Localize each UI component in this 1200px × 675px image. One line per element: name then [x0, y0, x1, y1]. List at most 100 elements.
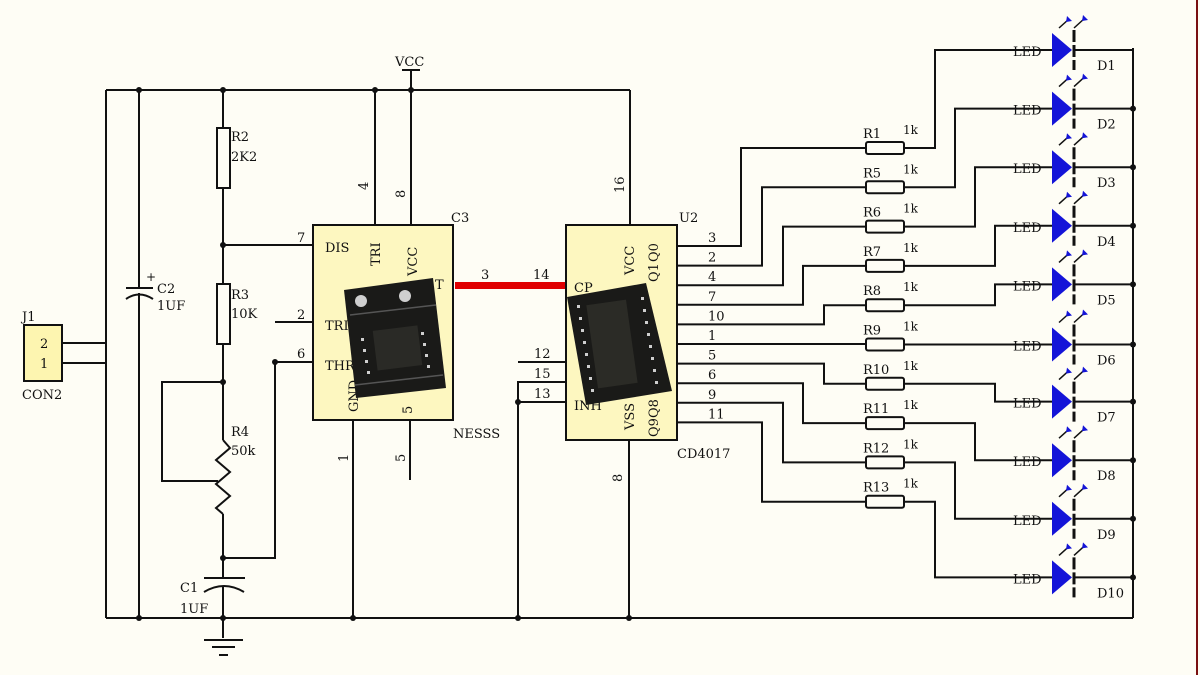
output-wire — [677, 362, 866, 385]
led-resistor — [865, 258, 905, 273]
ic555-pin2-name: TRI — [325, 319, 349, 334]
light-arrowhead-icon — [1066, 16, 1072, 22]
led-resistor — [865, 219, 905, 234]
led-resistor-value: 1k — [903, 437, 919, 451]
ic4017-pin13: 13 — [534, 387, 551, 402]
led-wire — [904, 500, 1052, 579]
r4-value: 50k — [231, 444, 256, 459]
ic4017-output-pin-number: 4 — [708, 270, 716, 285]
led-resistor-value: 1k — [903, 162, 919, 176]
ic555-pin1: 1 — [337, 454, 352, 462]
light-arrowhead-icon — [1082, 542, 1088, 549]
led-resistor — [865, 180, 905, 195]
led-wire — [904, 166, 1052, 228]
capacitor-c2: + C2 1UF — [125, 90, 185, 618]
ic555-pin5: 5 — [394, 454, 409, 462]
ic4017-vss-name: VSS — [623, 403, 638, 431]
light-arrowhead-icon — [1082, 309, 1088, 316]
cd4017-chip-photo — [567, 283, 672, 405]
led-resistor-value: 1k — [903, 241, 919, 255]
led-type-label: LED — [1013, 279, 1042, 294]
ic555-ref: C3 — [451, 211, 469, 226]
resistor-r3 — [216, 283, 231, 345]
ic555-pin7: 7 — [297, 231, 305, 246]
led-icon — [1052, 384, 1072, 419]
led-icon — [1052, 267, 1072, 302]
ic555-pin4: 4 — [357, 182, 372, 190]
r3-value: 10K — [231, 307, 258, 322]
led-type-label: LED — [1013, 104, 1042, 119]
ic555-pin8-name: VCC — [406, 247, 421, 277]
led-resistor — [865, 298, 905, 313]
ic4017-q9-name: Q9 — [647, 418, 662, 437]
output-wire — [677, 382, 866, 425]
led-resistor — [865, 416, 905, 431]
light-arrowhead-icon — [1082, 132, 1088, 139]
r2-value: 2K2 — [231, 150, 257, 165]
ic4017-output-pin-number: 11 — [708, 407, 725, 422]
light-arrowhead-icon — [1082, 249, 1088, 256]
ic555-pin2: 2 — [297, 308, 305, 323]
ic4017-cp-name: CP — [574, 281, 593, 296]
ic555-part: NESSS — [453, 427, 500, 442]
ic555-pin6-name: THR — [325, 359, 356, 374]
resistor-r4 — [214, 439, 232, 515]
c2-polarity: + — [146, 270, 156, 284]
ic4017-pin12: 12 — [534, 347, 551, 362]
ground-rail — [106, 615, 1133, 656]
output-wire — [677, 225, 866, 287]
led-wire — [904, 224, 1052, 267]
led-type-label: LED — [1013, 514, 1042, 529]
light-arrowhead-icon — [1082, 425, 1088, 432]
led-resistor — [865, 494, 905, 509]
led-resistor-ref: R8 — [863, 284, 881, 299]
light-arrowhead-icon — [1082, 190, 1088, 197]
led-type-label: LED — [1013, 221, 1042, 236]
led-resistor-ref: R11 — [863, 402, 889, 417]
ic555-pin4-name: TRI — [369, 242, 384, 266]
ne555-chip-photo — [344, 278, 446, 398]
chip-pins — [577, 297, 658, 392]
vcc-rail: VCC — [105, 55, 631, 618]
ic4017-q0-name: Q0 — [647, 243, 662, 262]
led-ref: D4 — [1097, 235, 1116, 250]
j1-pin-1: 1 — [40, 357, 48, 372]
c1-ref: C1 — [180, 581, 198, 596]
ic4017-q1-name: Q1 — [647, 263, 662, 282]
led-resistor-value: 1k — [903, 359, 919, 373]
light-arrowhead-icon — [1066, 426, 1072, 433]
led-resistor-ref: R6 — [863, 206, 881, 221]
led-resistor-ref: R10 — [863, 363, 889, 378]
led-ref: D7 — [1097, 411, 1116, 426]
light-arrowhead-icon — [1066, 367, 1072, 374]
led-icon — [1052, 33, 1072, 67]
ic4017-output-pin-number: 1 — [708, 329, 716, 344]
ic4017-output-pin-number: 9 — [708, 388, 716, 403]
led-icon — [1052, 501, 1072, 536]
clock-wire-highlight: 3 14 — [455, 268, 567, 289]
led-wire — [904, 461, 1052, 520]
led-ref: D1 — [1097, 59, 1116, 74]
c2-ref: C2 — [157, 282, 175, 297]
led-resistor — [865, 376, 905, 391]
led-wire — [904, 283, 1052, 307]
j1-name: CON2 — [22, 388, 62, 403]
led-icon — [1052, 208, 1072, 243]
led-resistor-value: 1k — [903, 123, 919, 137]
ic555-pin5-name: 5 — [401, 406, 416, 414]
ic555-pin3: 3 — [481, 268, 489, 283]
led-icon — [1052, 443, 1072, 478]
output-wire — [677, 401, 866, 464]
light-arrowhead-icon — [1066, 484, 1072, 491]
led-resistor-ref: R12 — [863, 441, 889, 456]
c1-value: 1UF — [180, 602, 208, 617]
j1-pin-2: 2 — [40, 337, 48, 352]
led-type-label: LED — [1013, 572, 1042, 587]
light-arrowhead-icon — [1082, 483, 1088, 490]
ic555-pin7-name: DIS — [325, 241, 349, 256]
r4-ref: R4 — [231, 425, 249, 440]
light-arrowhead-icon — [1066, 133, 1072, 140]
c2-value: 1UF — [157, 299, 185, 314]
